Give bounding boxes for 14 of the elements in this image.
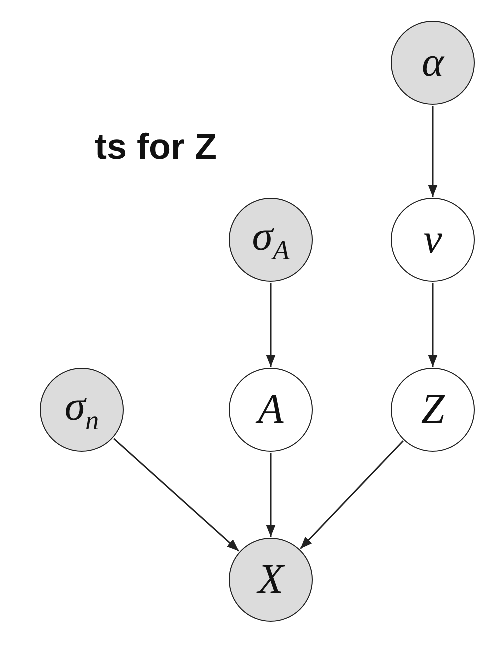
arrow (266, 453, 276, 537)
variable-label: X (258, 559, 284, 601)
arrow (266, 283, 276, 367)
variable-label: σ$_{A}$ (252, 216, 290, 264)
title: ts for Z (95, 126, 217, 168)
arrow (113, 438, 240, 552)
variable-label: A (258, 389, 284, 431)
variable-label: Z (421, 389, 445, 431)
variable-label: α (422, 42, 444, 84)
arrow (300, 440, 404, 550)
arrow (428, 283, 438, 367)
arrow (428, 106, 438, 197)
variable-label: σ$_{n}$ (64, 386, 100, 434)
variable-label: v (424, 219, 442, 261)
